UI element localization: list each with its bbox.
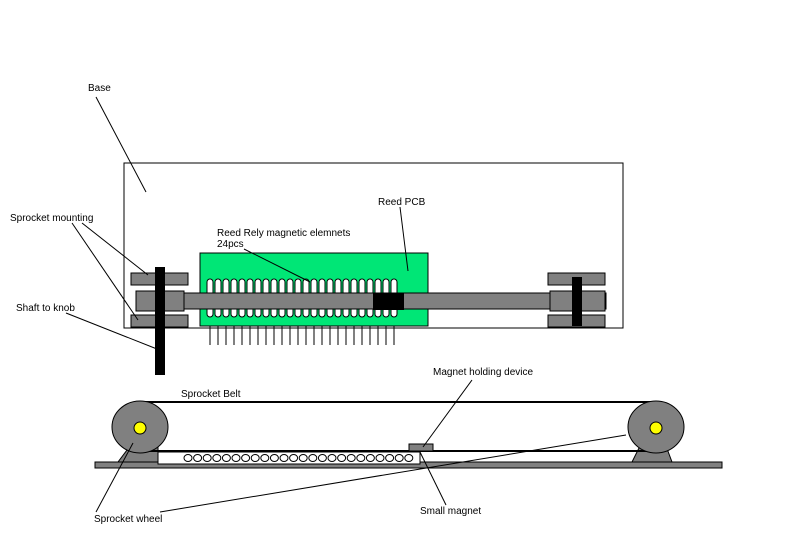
side-view-reed [365, 454, 375, 462]
side-view-reed [346, 454, 356, 462]
leader-sprocket-wheel-right [159, 434, 627, 513]
side-view-reed [327, 454, 337, 462]
side-view-reed [404, 454, 414, 462]
knob-shaft [155, 267, 165, 375]
side-view-reed [298, 454, 308, 462]
side-view-reed [260, 454, 270, 462]
label-reed-relay-line1: Reed Rely magnetic elemnets [217, 228, 351, 239]
side-view-reed [269, 454, 279, 462]
reed-pcb-pins [209, 326, 395, 345]
left-wheel-hub [133, 421, 147, 435]
leader-magnet-holder [422, 379, 473, 448]
leader-shaft-knob [65, 312, 158, 350]
side-view-reed [317, 454, 327, 462]
leader-small-magnet [419, 451, 447, 506]
label-sprocket-belt: Sprocket Belt [181, 389, 241, 400]
side-view-reed [279, 454, 289, 462]
side-view-reed [337, 454, 347, 462]
label-small-magnet: Small magnet [420, 506, 482, 517]
label-base: Base [88, 83, 111, 94]
magnet-holding-device [408, 443, 434, 452]
leader-mounting-top [81, 222, 149, 276]
leader-reed-pcb [399, 206, 409, 272]
side-view-reed [202, 454, 212, 462]
label-reed-pcb: Reed PCB [378, 197, 426, 208]
side-view-reed [289, 454, 299, 462]
label-shaft-to-knob: Shaft to knob [16, 303, 75, 314]
side-view-reed [221, 454, 231, 462]
right-wheel-hub [649, 421, 663, 435]
side-view-reed [193, 454, 203, 462]
side-view-reed [212, 454, 222, 462]
label-sprocket-mounting: Sprocket mounting [10, 213, 94, 224]
side-view-reed [241, 454, 251, 462]
side-view-reed [231, 454, 241, 462]
side-view-reed [394, 454, 404, 462]
leader-reed-relay [243, 248, 311, 283]
side-view-reed [250, 454, 260, 462]
leader-base [95, 96, 147, 193]
side-view-reed [308, 454, 318, 462]
label-sprocket-wheel: Sprocket wheel [94, 514, 163, 525]
side-view-reed [183, 454, 193, 462]
side-view-reed [375, 454, 385, 462]
label-magnet-holding-device: Magnet holding device [433, 367, 534, 378]
leader-sprocket-wheel-left [95, 442, 134, 513]
label-reed-relay-line2: 24pcs [217, 239, 244, 250]
leader-mounting-bottom [71, 222, 139, 321]
shaft-magnet-block [373, 293, 404, 310]
shaft [135, 292, 607, 310]
right-sprocket [572, 277, 582, 326]
side-view-reed [385, 454, 395, 462]
side-view-reed [356, 454, 366, 462]
side-view-reeds [183, 454, 414, 462]
